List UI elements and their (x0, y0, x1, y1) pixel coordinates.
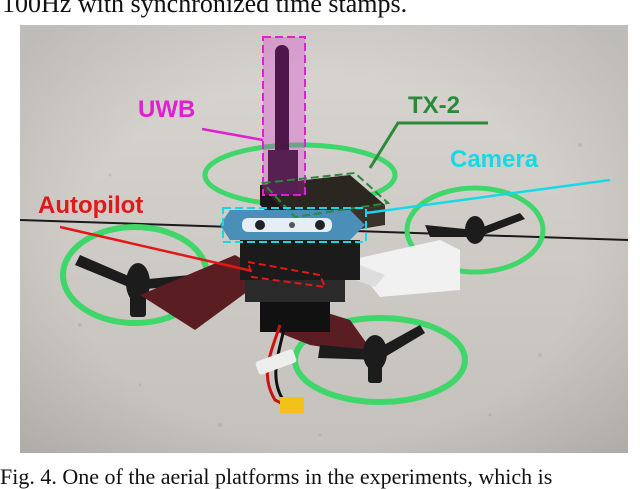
central-stack (240, 240, 360, 332)
tx2-annotation (260, 121, 488, 219)
caption-top-line: 100Hz with synchronized time stamps. (2, 0, 408, 18)
battery-cable (255, 324, 304, 413)
frame-white-arm (350, 240, 460, 297)
autopilot-annotation (59, 225, 327, 289)
camera-annotation (222, 178, 611, 243)
propeller-right (425, 213, 525, 244)
uwb-antenna (268, 45, 298, 195)
propeller-front-right (318, 325, 425, 383)
drone-photo: UWB TX-2 Camera Autopilot (20, 25, 628, 453)
prop-guard-right (404, 185, 546, 275)
camera-device (220, 210, 365, 240)
uwb-annotation (201, 36, 306, 196)
figure-caption: Fig. 4. One of the aerial platforms in t… (0, 464, 553, 489)
autopilot-label: Autopilot (38, 192, 143, 219)
uwb-label: UWB (138, 96, 195, 123)
tx2-label: TX-2 (408, 92, 460, 119)
camera-label: Camera (450, 146, 539, 173)
